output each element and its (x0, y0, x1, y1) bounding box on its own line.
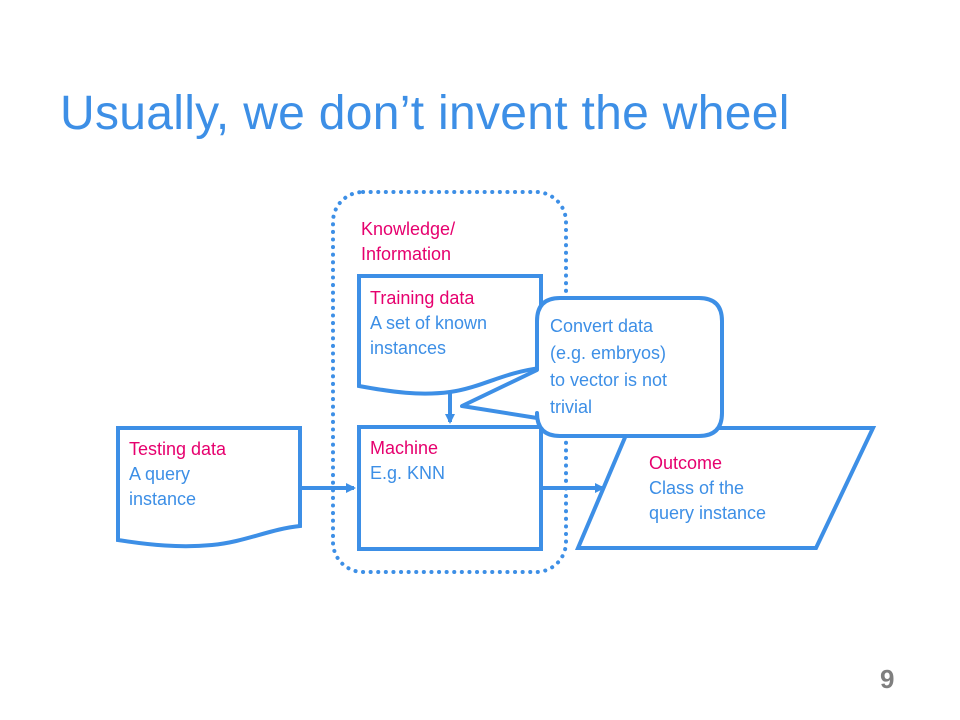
training-data-shape (357, 274, 543, 396)
knowledge-label-line2: Information (361, 244, 452, 264)
callout-text: Convert data (e.g. embryos) to vector is… (550, 313, 667, 421)
outcome-shape (574, 426, 877, 550)
callout-line2: (e.g. embryos) (550, 343, 667, 363)
outcome-text: Outcome Class of the query instance (649, 451, 766, 526)
outcome-title: Outcome (649, 453, 723, 473)
testing-data-title: Testing data (129, 439, 227, 459)
callout-bubble (460, 296, 724, 438)
callout-line1: Convert data (550, 316, 654, 336)
outcome-line2: query instance (649, 503, 767, 523)
training-data-line1: A set of known (370, 313, 488, 333)
knowledge-label-line1: Knowledge/ (361, 219, 456, 239)
callout-line4: trivial (550, 397, 593, 417)
testing-data-line2: instance (129, 489, 197, 509)
testing-data-line1: A query (129, 464, 191, 484)
testing-data-text: Testing data A query instance (129, 437, 226, 512)
machine-text: Machine E.g. KNN (370, 436, 445, 486)
outcome-line1: Class of the (649, 478, 745, 498)
training-data-text: Training data A set of known instances (370, 286, 487, 361)
training-data-title: Training data (370, 288, 475, 308)
callout-line3: to vector is not (550, 370, 668, 390)
knowledge-label: Knowledge/ Information (361, 217, 455, 267)
slide-title: Usually, we don’t invent the wheel (60, 87, 790, 140)
testing-data-shape (116, 426, 302, 549)
page-number: 9 (880, 664, 895, 694)
machine-line1: E.g. KNN (370, 463, 446, 483)
training-data-line2: instances (370, 338, 447, 358)
machine-title: Machine (370, 438, 439, 458)
